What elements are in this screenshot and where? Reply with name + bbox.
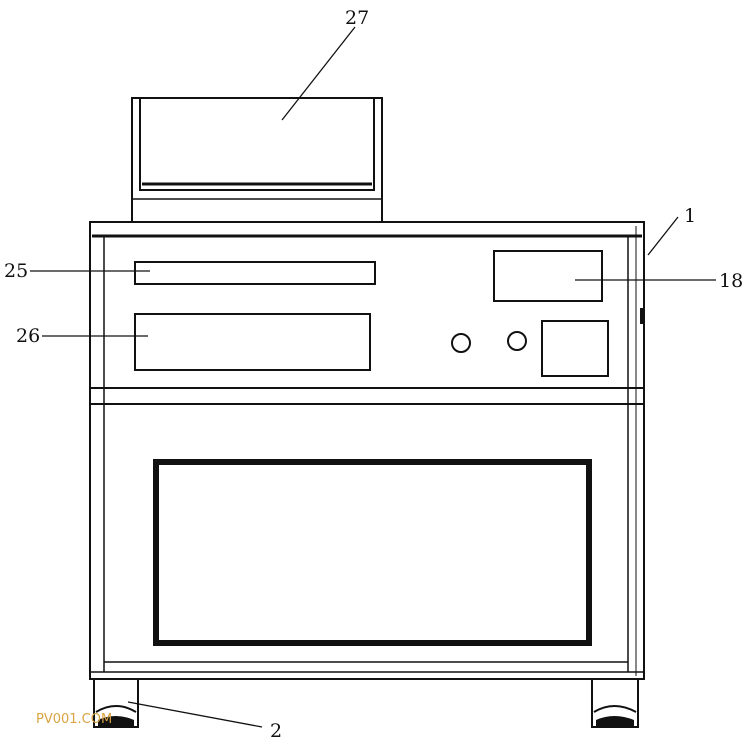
leader-27 [281, 26, 356, 121]
leader-1 [647, 216, 679, 256]
label-2: 2 [270, 720, 282, 742]
caster-right [591, 678, 639, 728]
panel-26 [134, 313, 371, 371]
lower-window [153, 459, 592, 646]
caster-left [93, 678, 139, 728]
label-27: 27 [345, 7, 369, 29]
square-window [541, 320, 609, 377]
leader-2 [127, 701, 263, 728]
slot-25 [134, 261, 376, 285]
leader-lines [30, 26, 716, 728]
knob-left [451, 333, 471, 353]
label-18: 18 [719, 270, 743, 292]
knob-right [507, 331, 527, 351]
control-panel [134, 250, 609, 377]
label-25: 25 [4, 260, 28, 282]
label-1: 1 [684, 205, 696, 227]
cabinet-frame [89, 221, 645, 680]
label-26: 26 [16, 325, 40, 347]
display-unit [131, 97, 383, 223]
watermark-text: PV001.COM [36, 712, 112, 727]
panel-18 [493, 250, 603, 302]
